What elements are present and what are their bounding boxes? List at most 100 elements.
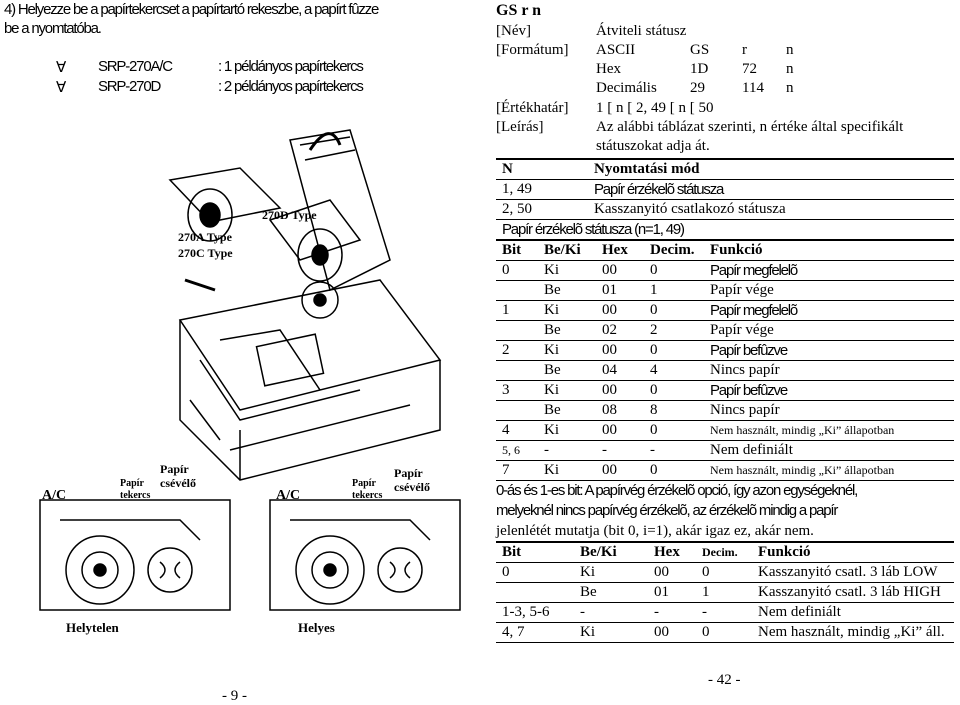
label-papir-cseve-left: Papír csévélő: [160, 462, 196, 490]
cell-bit: [496, 320, 538, 341]
cell-hex: 02: [596, 320, 644, 341]
page-number-right: - 42 -: [708, 672, 741, 688]
label-helyes: Helyes: [298, 620, 335, 635]
cell-bit: [496, 360, 538, 381]
cell-hex: 00: [596, 380, 644, 401]
cell-hex: 00: [648, 562, 696, 583]
range-row: [Értékhatár]1 [ n [ 2, 49 [ n [ 50: [496, 100, 713, 117]
left-instructions: 4) Helyezze be a papírtekercset a papírt…: [4, 0, 474, 38]
label-papir-tekercs-left: Papír tekercs: [120, 478, 151, 501]
cell-hex: 08: [596, 400, 644, 421]
cell-funkcio: Nincs papír: [704, 400, 954, 421]
cell-decim: 0: [644, 340, 704, 361]
cell-hex: 01: [648, 582, 696, 603]
label-helytelen: Helytelen: [66, 620, 119, 635]
model-name: SRP-270A/C: [98, 58, 173, 75]
mode-desc: Papír érzékelõ státusza: [588, 179, 954, 200]
table-header-row: Bit Be/Ki Hex Decim. Funkció: [496, 240, 954, 261]
cell-bit: 4: [496, 420, 538, 441]
label-papir-tekercs-right: Papír tekercs: [352, 478, 383, 501]
cell-funkcio: Nem használt, mindig „Ki” áll.: [752, 622, 954, 643]
section-title-row: Papír érzékelõ státusza (n=1, 49): [496, 219, 954, 240]
format-c2: 1D: [690, 61, 709, 77]
cell-hex: 04: [596, 360, 644, 381]
instruction-line-2: be a nyomtatóba.: [4, 20, 102, 37]
table-row: 5, 6---Nem definiált: [496, 440, 954, 461]
cell-beki: Ki: [574, 622, 648, 643]
cell-bit: 3: [496, 380, 538, 401]
note-line: jelenlétét mutatja (bit 0, i=1), akár ig…: [496, 523, 814, 539]
description-row: [Leírás]Az alábbi táblázat szerinti, n é…: [496, 119, 903, 136]
printer-illustration: 270D Type 270A Type 270C Type A/C A/C Pa…: [20, 100, 480, 640]
cell-decim: -: [644, 440, 704, 461]
label-papir-cseve-right: Papír csévélő: [394, 466, 430, 494]
cell-decim: 0: [644, 260, 704, 281]
col-beki: Be/Ki: [574, 542, 648, 563]
format-c1: Hex: [596, 61, 621, 77]
cell-beki: Be: [538, 360, 596, 381]
mode-row: 2, 50 Kasszanyitó csatlakozó státusza: [496, 199, 954, 220]
col-funkcio: Funkció: [704, 240, 954, 261]
format-c4: n: [786, 61, 794, 77]
description-row: státuszokat adja át.: [496, 138, 710, 155]
note-block: 0-ás és 1-es bit: A papírvég érzékelõ op…: [496, 481, 954, 542]
cell-beki: Ki: [538, 380, 596, 401]
format-c3: 72: [742, 61, 757, 77]
col-hex: Hex: [648, 542, 696, 563]
col-beki: Be/Ki: [538, 240, 596, 261]
command-title: GS r n: [496, 2, 542, 19]
label-270c-type: 270C Type: [178, 246, 233, 260]
cell-decim: 0: [644, 300, 704, 321]
command-header: GS r n [Név]Átviteli státusz [Formátum]A…: [496, 2, 954, 159]
mode-header-row: N Nyomtatási mód: [496, 159, 954, 180]
format-label: [Formátum]: [496, 42, 569, 58]
cell-funkcio: Nem definiált: [704, 440, 954, 461]
range-value: 1 [ n [ 2, 49 [ n [ 50: [596, 100, 714, 116]
format-c4: n: [786, 42, 794, 58]
format-c4: n: [786, 80, 794, 96]
cell-decim: 4: [644, 360, 704, 381]
cell-hex: 00: [596, 340, 644, 361]
cell-beki: Ki: [538, 300, 596, 321]
page-number-left: - 9 -: [222, 688, 247, 704]
cell-bit: 4, 7: [496, 622, 574, 643]
description-value: Az alábbi táblázat szerinti, n értéke ál…: [596, 119, 904, 135]
cell-beki: Ki: [574, 562, 648, 583]
col-bit: Bit: [496, 542, 574, 563]
command-spec: GS r n [Név]Átviteli státusz [Formátum]A…: [496, 2, 954, 643]
cell-beki: Ki: [538, 260, 596, 281]
note-line: melyeknél nincs papírvég érzékelõ, az ér…: [496, 502, 838, 519]
model-desc: : 2 példányos papírtekercs: [218, 78, 364, 95]
cell-funkcio: Papír megfelelõ: [704, 300, 954, 321]
cell-bit: 0: [496, 260, 538, 281]
mode-row: 1, 49 Papír érzékelõ státusza: [496, 179, 954, 200]
cell-funkcio: Papír vége: [704, 280, 954, 301]
col-decim: Decim.: [644, 240, 704, 261]
mode-header-n: N: [496, 159, 588, 180]
cell-bit: 7: [496, 460, 538, 481]
mode-n: 1, 49: [496, 179, 588, 200]
printer-drawing: [39, 129, 461, 611]
cell-beki: -: [574, 602, 648, 623]
cell-decim: 2: [644, 320, 704, 341]
cell-beki: Ki: [538, 420, 596, 441]
cell-funkcio: Papír megfelelõ: [704, 260, 954, 281]
format-c1: Decimális: [596, 80, 657, 96]
section-title: Papír érzékelõ státusza (n=1, 49): [496, 219, 954, 240]
model-desc: : 1 példányos papírtekercs: [218, 58, 364, 75]
bullet-item: ∀ SRP-270A/C : 1 példányos papírtekercs: [56, 58, 364, 76]
cell-funkcio: Papír befûzve: [704, 340, 954, 361]
cell-decim: 0: [644, 420, 704, 441]
cell-bit: 2: [496, 340, 538, 361]
name-label: [Név]: [496, 23, 531, 39]
format-row: Hex 1D 72 n: [496, 61, 794, 78]
